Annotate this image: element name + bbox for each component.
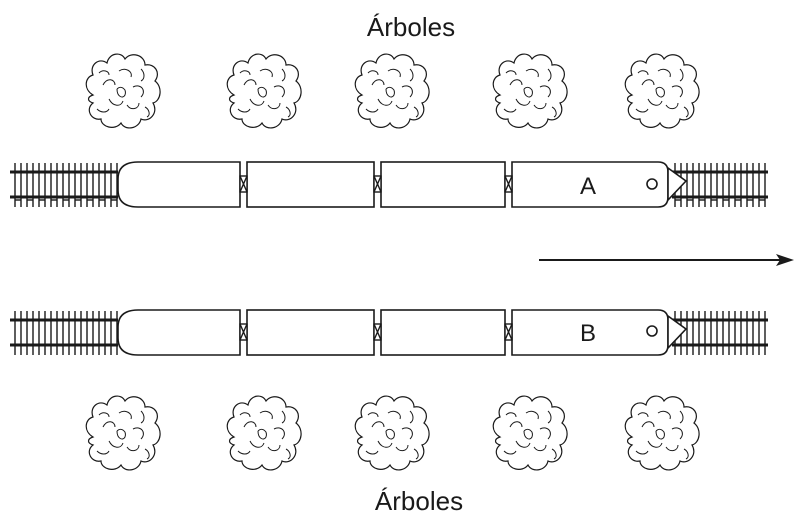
top-trees-label: Árboles	[367, 12, 455, 42]
arrow-right-icon	[539, 254, 794, 266]
coupler	[239, 323, 513, 341]
tree-icon	[226, 395, 302, 471]
coupler	[239, 175, 513, 193]
headlight-icon	[646, 325, 658, 337]
tree-icon	[492, 395, 568, 471]
train-label: A	[580, 173, 596, 200]
tree-icon	[226, 53, 302, 129]
tree-icon	[354, 395, 430, 471]
tree-icon	[624, 53, 700, 129]
tree-icon	[354, 53, 430, 129]
tree-icon	[85, 395, 161, 471]
bottom-tree-row	[85, 395, 700, 471]
headlight-icon	[646, 178, 658, 190]
train-car	[246, 309, 375, 356]
train-car	[380, 309, 506, 356]
train-car	[117, 161, 241, 208]
tree-icon	[85, 53, 161, 129]
locomotive-nose	[667, 314, 688, 351]
top-tree-row	[85, 53, 700, 129]
train-a: A	[117, 161, 688, 208]
train-car	[380, 161, 506, 208]
locomotive-nose	[667, 166, 688, 203]
bottom-trees-label: Árboles	[375, 486, 463, 516]
tree-icon	[624, 395, 700, 471]
train-car	[117, 309, 241, 356]
tree-icon	[492, 53, 568, 129]
track-b	[10, 311, 768, 355]
train-car	[246, 161, 375, 208]
train-b: B	[117, 309, 688, 356]
track-a	[10, 163, 768, 207]
train-label: B	[580, 320, 596, 347]
